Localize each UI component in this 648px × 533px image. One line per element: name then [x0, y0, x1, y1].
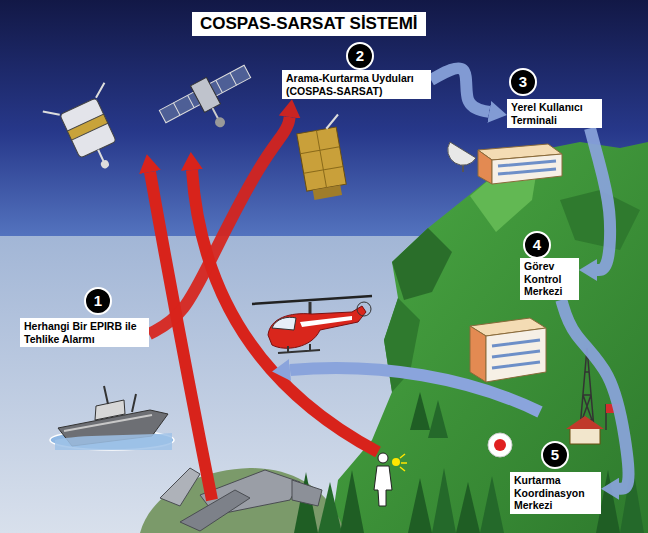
plane-wreck	[160, 468, 322, 531]
windows	[498, 161, 556, 174]
building-side	[470, 326, 486, 382]
person-head	[378, 453, 388, 463]
callout-number: 2	[346, 42, 374, 70]
trees	[294, 392, 644, 533]
solar-panel	[159, 65, 250, 122]
ground-station	[448, 142, 562, 184]
callout-number: 1	[84, 287, 112, 315]
ship-mast	[104, 386, 136, 412]
flow-arrow	[149, 117, 290, 334]
crash-ground	[140, 468, 345, 533]
satellite	[156, 59, 265, 149]
hill-shadow	[560, 190, 640, 250]
label-text: Kurtarma Koordinasyon Merkezi	[514, 474, 597, 512]
tree	[340, 470, 364, 533]
tail-rotor	[357, 302, 371, 316]
satellite-band	[67, 114, 107, 140]
diagram-title: COSPAS-SARSAT SİSTEMİ	[192, 12, 426, 36]
tree	[410, 392, 430, 430]
satellite	[43, 83, 138, 182]
wreck-tail	[160, 468, 200, 506]
satellite-antenna	[43, 83, 135, 177]
cliff-shadow	[392, 228, 452, 300]
sinking-ship	[50, 386, 174, 450]
house-roof	[566, 416, 604, 429]
control-building	[470, 318, 546, 382]
satellite-dish	[100, 159, 111, 170]
skid	[278, 344, 320, 353]
label-text: Yerel Kullanıcı Terminali	[511, 101, 598, 126]
person	[374, 453, 407, 506]
building-side	[478, 150, 492, 184]
satellite-texture	[297, 127, 346, 191]
callout-number: 5	[541, 441, 569, 469]
satellite	[295, 115, 352, 201]
house-wall	[570, 428, 600, 444]
satellite-dish	[213, 115, 227, 129]
tree	[432, 468, 456, 533]
label-text: Herhangi Bir EPIRB ile Tehlike Alarmı	[24, 320, 145, 345]
signal-arrow	[192, 170, 378, 452]
tree	[480, 476, 504, 533]
label-box: Kurtarma Koordinasyon Merkezi	[510, 472, 601, 514]
flow-arrow	[590, 128, 610, 270]
wreck-nose	[292, 480, 322, 506]
flow-arrow	[431, 68, 489, 111]
rescue-target	[488, 433, 512, 457]
helicopter-body	[268, 306, 366, 348]
rotor	[252, 296, 372, 304]
satellite-base	[313, 185, 342, 200]
dish	[448, 142, 476, 165]
rotor-mast	[309, 302, 312, 314]
beacon-flash	[392, 458, 400, 466]
windows	[492, 340, 540, 368]
cockpit	[272, 317, 296, 330]
target-center	[494, 439, 506, 451]
helicopter	[252, 296, 372, 353]
label-box: Yerel Kullanıcı Terminali	[507, 99, 602, 128]
satellite-body	[190, 77, 220, 112]
building-front	[492, 154, 562, 184]
beacon-rays	[400, 454, 407, 471]
satellite-antenna	[324, 115, 340, 129]
label-box: Görev Kontrol Merkezi	[520, 258, 579, 300]
helicopter-stripe	[300, 316, 352, 327]
building-front	[486, 328, 546, 382]
tree	[428, 400, 448, 438]
flow-arrow	[561, 300, 628, 489]
target-ring	[488, 433, 512, 457]
callout-number: 3	[509, 68, 537, 96]
satellite-body	[60, 98, 117, 158]
callout-number: 4	[523, 231, 551, 259]
label-box: Herhangi Bir EPIRB ile Tehlike Alarmı	[20, 318, 149, 347]
satellite-body	[297, 127, 346, 191]
label-text: Arama-Kurtarma Uyduları (COSPAS-SARSAT)	[286, 72, 427, 97]
water	[55, 433, 172, 450]
ship-bridge	[95, 400, 125, 420]
person-body	[374, 466, 392, 506]
coast-land	[330, 142, 648, 533]
label-box: Arama-Kurtarma Uyduları (COSPAS-SARSAT)	[282, 70, 431, 99]
tree	[408, 478, 432, 533]
label-text: Görev Kontrol Merkezi	[524, 260, 575, 298]
panel-lines	[173, 73, 236, 115]
coordination-house	[566, 404, 620, 444]
tree	[456, 482, 480, 533]
